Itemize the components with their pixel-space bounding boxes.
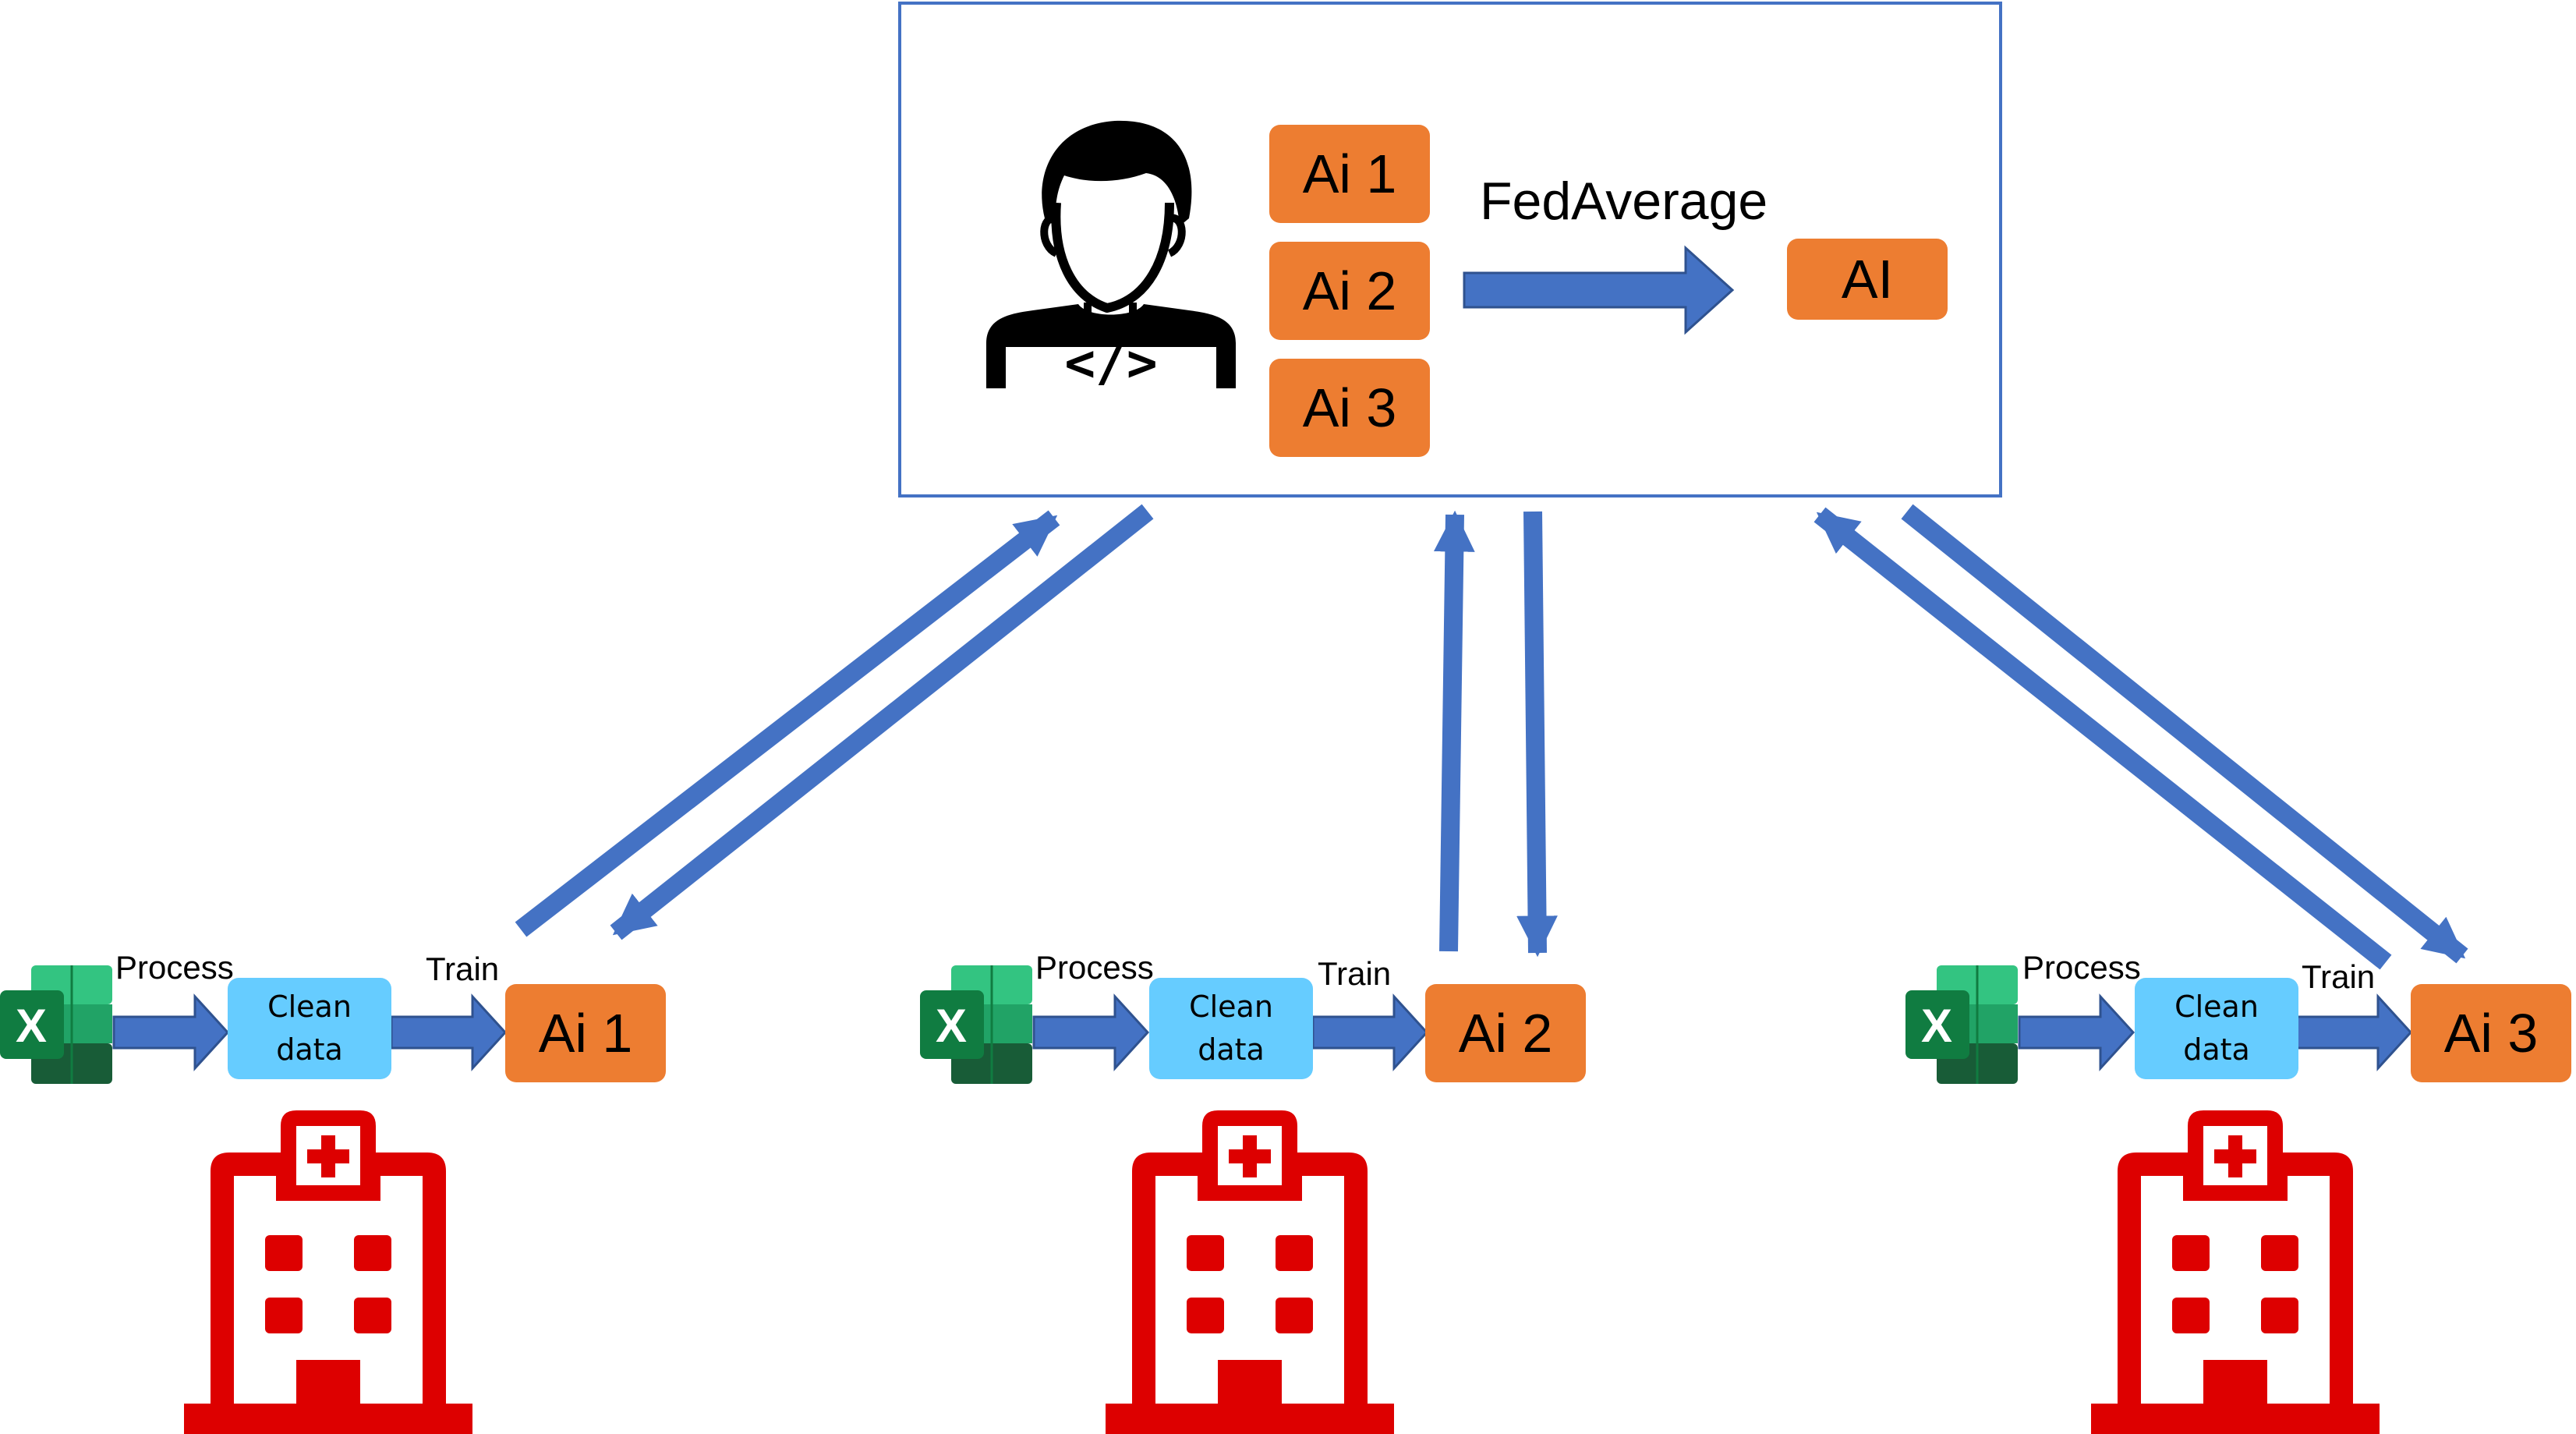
svg-text:X: X [936,1000,967,1052]
site-model-label: Ai 1 [538,1003,633,1064]
global-model-label: AI [1841,249,1894,310]
upload-arrow-site-1 [515,510,1060,937]
train-arrow-site-3 [2295,993,2413,1071]
clean-data-line2: data [2183,1032,2250,1067]
clean-data-line2: data [276,1032,343,1067]
clean-data-line1: Clean [1189,989,1273,1024]
upload-arrow-site-3 [1813,507,2392,970]
train-arrow-site-2 [1311,993,1429,1071]
site-model-box-2: Ai 2 [1425,984,1586,1082]
excel-icon: X [0,965,112,1084]
server-model-label: Ai 1 [1302,143,1397,204]
fedaverage-arrow [1463,245,1735,335]
clean-data-box-site-1: Clean data [228,978,391,1079]
site-model-label: Ai 3 [2443,1003,2539,1064]
excel-icon: X [1905,965,2018,1084]
server-model-box-1: Ai 1 [1269,125,1430,223]
server-model-label: Ai 3 [1302,377,1397,438]
process-label-site-3: Process [2022,949,2141,986]
clean-data-line2: data [1198,1032,1265,1067]
process-label-site-2: Process [1035,949,1154,986]
excel-icon: X [920,965,1032,1084]
svg-text:</>: </> [1064,333,1157,390]
hospital-icon [1106,1110,1394,1434]
hospital-icon [2091,1110,2380,1434]
train-label-site-2: Train [1318,955,1392,992]
train-label-site-3: Train [2302,958,2376,995]
clean-data-box-site-3: Clean data [2135,978,2298,1079]
upload-arrow-site-2 [1433,510,1475,952]
clean-data-box-site-2: Clean data [1149,978,1313,1079]
central-server-box [898,2,2002,497]
process-arrow-site-2 [1032,993,1150,1071]
clean-data-line1: Clean [267,989,352,1024]
developer-icon: </> [986,120,1236,390]
site-model-label: Ai 2 [1458,1003,1553,1064]
hospital-icon [184,1110,472,1434]
svg-text:X: X [16,1000,47,1052]
download-arrow-site-2 [1516,511,1558,958]
clean-data-line1: Clean [2174,989,2259,1024]
download-arrow-site-3 [1901,504,2468,964]
site-model-box-1: Ai 1 [505,984,666,1082]
server-model-label: Ai 2 [1302,260,1397,321]
train-label-site-1: Train [426,951,500,987]
svg-text:X: X [1921,1000,1952,1052]
download-arrow-site-1 [610,504,1154,940]
site-model-box-3: Ai 3 [2411,984,2571,1082]
process-arrow-site-3 [2018,993,2135,1071]
fedaverage-label: FedAverage [1480,172,1768,231]
process-label-site-1: Process [115,949,234,986]
server-model-box-3: Ai 3 [1269,359,1430,457]
global-model-box: AI [1787,239,1948,320]
train-arrow-site-1 [390,993,508,1071]
server-model-box-2: Ai 2 [1269,242,1430,340]
process-arrow-site-1 [112,993,230,1071]
